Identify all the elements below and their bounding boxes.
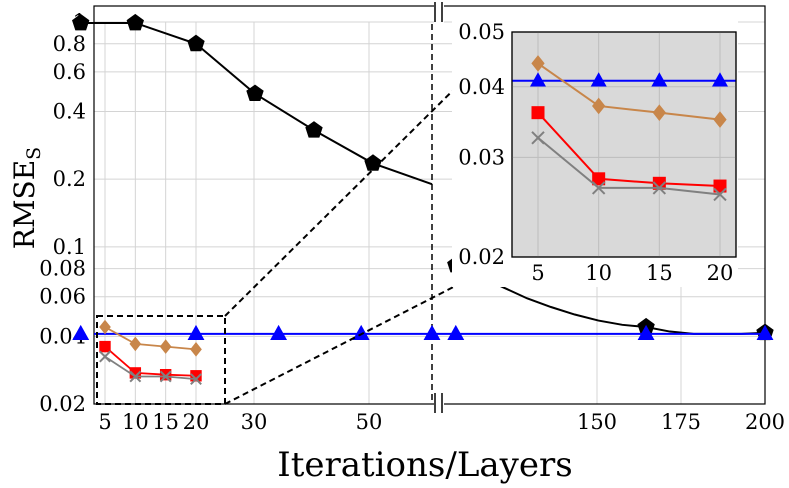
data-point	[99, 340, 111, 353]
y-axis-label: RMSES	[8, 147, 45, 249]
data-point	[190, 370, 202, 382]
data-point	[352, 324, 370, 341]
data-point	[305, 121, 323, 138]
y-axis-label-subscript: S	[23, 147, 45, 160]
series-red-square	[99, 340, 202, 382]
series-blue-triangle	[72, 324, 774, 341]
inset-x-tick-label: 15	[646, 261, 673, 285]
data-point	[270, 324, 288, 341]
inset-series-line	[537, 137, 721, 196]
inset-data-point	[592, 97, 606, 115]
inset-data-point	[713, 111, 727, 128]
x-tick-label: 200	[745, 410, 785, 434]
data-point	[159, 339, 172, 354]
x-tick-label: 50	[356, 410, 383, 434]
x-tick-label: 5	[98, 410, 111, 434]
zoom-region-box	[96, 315, 226, 405]
data-point	[246, 84, 264, 101]
inset-y-tick-label: 0.03	[458, 145, 505, 169]
x-tick-label: 150	[577, 410, 617, 434]
y-tick-label: 0.6	[53, 60, 86, 84]
x-tick-label: 30	[241, 410, 268, 434]
inset-data-point	[531, 55, 545, 72]
x-tick-label: 10	[122, 410, 149, 434]
data-point	[99, 350, 111, 363]
inset-data-point	[590, 72, 607, 87]
y-tick-label: 0.02	[39, 392, 86, 416]
y-tick-label: 0.1	[53, 235, 86, 259]
inset-x-tick-label: 20	[707, 261, 734, 285]
inset-y-tick-label: 0.05	[458, 20, 505, 44]
y-tick-label: 0.06	[39, 285, 86, 309]
series-line	[104, 355, 197, 381]
data-point	[187, 324, 205, 341]
data-point	[756, 324, 774, 341]
data-point	[190, 342, 202, 357]
series-line	[104, 326, 197, 351]
inset-data-point	[651, 72, 668, 87]
series-brown-diamond	[99, 319, 202, 357]
inset-plot: 0.05 0.04 0.03 0.02 5 10 15 20	[452, 16, 738, 287]
data-point	[423, 324, 441, 341]
inset-data-point	[712, 72, 728, 87]
x-tick-label: 20	[183, 410, 210, 434]
data-point	[129, 370, 142, 383]
data-point	[99, 319, 111, 335]
zoom-connector-line	[224, 31, 513, 317]
data-point	[637, 324, 655, 341]
inset-data-point	[531, 106, 545, 120]
inset-data-point	[591, 181, 606, 195]
inset-data-point	[531, 131, 545, 145]
data-point	[159, 368, 172, 381]
inset-series-red-square	[531, 106, 727, 193]
data-point	[129, 336, 142, 352]
inset-data-point	[530, 72, 546, 87]
inset-series-line	[537, 111, 721, 188]
main-plot: 10.80.60.40.20.10.080.060.040.0251015203…	[39, 0, 785, 434]
inset-data-point	[713, 179, 727, 193]
x-axis-label: Iterations/Layers	[277, 445, 572, 485]
inset-data-point	[713, 187, 727, 202]
y-tick-label: 0.4	[53, 99, 86, 123]
inset-series-gray-cross	[531, 131, 727, 202]
data-point	[72, 324, 90, 341]
zoom-connector-line	[224, 256, 513, 405]
data-point	[187, 34, 205, 52]
inset-x-tick-label: 5	[531, 261, 544, 285]
inset-series-brown-diamond	[531, 55, 727, 128]
x-tick-label: 15	[152, 410, 179, 434]
inset-data-point	[592, 172, 606, 186]
inset-data-point	[652, 104, 666, 121]
series-gray-cross	[99, 350, 202, 386]
data-point	[72, 13, 90, 31]
series-line	[104, 345, 197, 377]
inset-x-tick-label: 10	[585, 261, 612, 285]
axis-break-top-mask	[434, 0, 444, 24]
x-tick-label: 175	[661, 410, 701, 434]
y-tick-label: 0.08	[39, 257, 86, 281]
y-tick-label: 0.8	[53, 32, 86, 56]
inset-series-line	[537, 62, 721, 121]
data-point	[364, 154, 382, 171]
inset-y-tick-label: 0.02	[458, 245, 505, 269]
inset-y-tick-label: 0.04	[458, 75, 505, 99]
data-point	[190, 373, 202, 386]
inset-border	[511, 31, 737, 258]
data-point	[126, 13, 144, 31]
plot-frame	[93, 5, 766, 405]
inset-series-blue-triangle	[512, 72, 736, 87]
y-tick-label: 0.2	[53, 167, 86, 191]
y-axis-label-main: RMSE	[8, 160, 41, 249]
data-point	[447, 324, 465, 341]
data-point	[159, 370, 172, 383]
axis-break-bottom-mask	[434, 392, 444, 414]
inset-data-point	[652, 181, 667, 195]
